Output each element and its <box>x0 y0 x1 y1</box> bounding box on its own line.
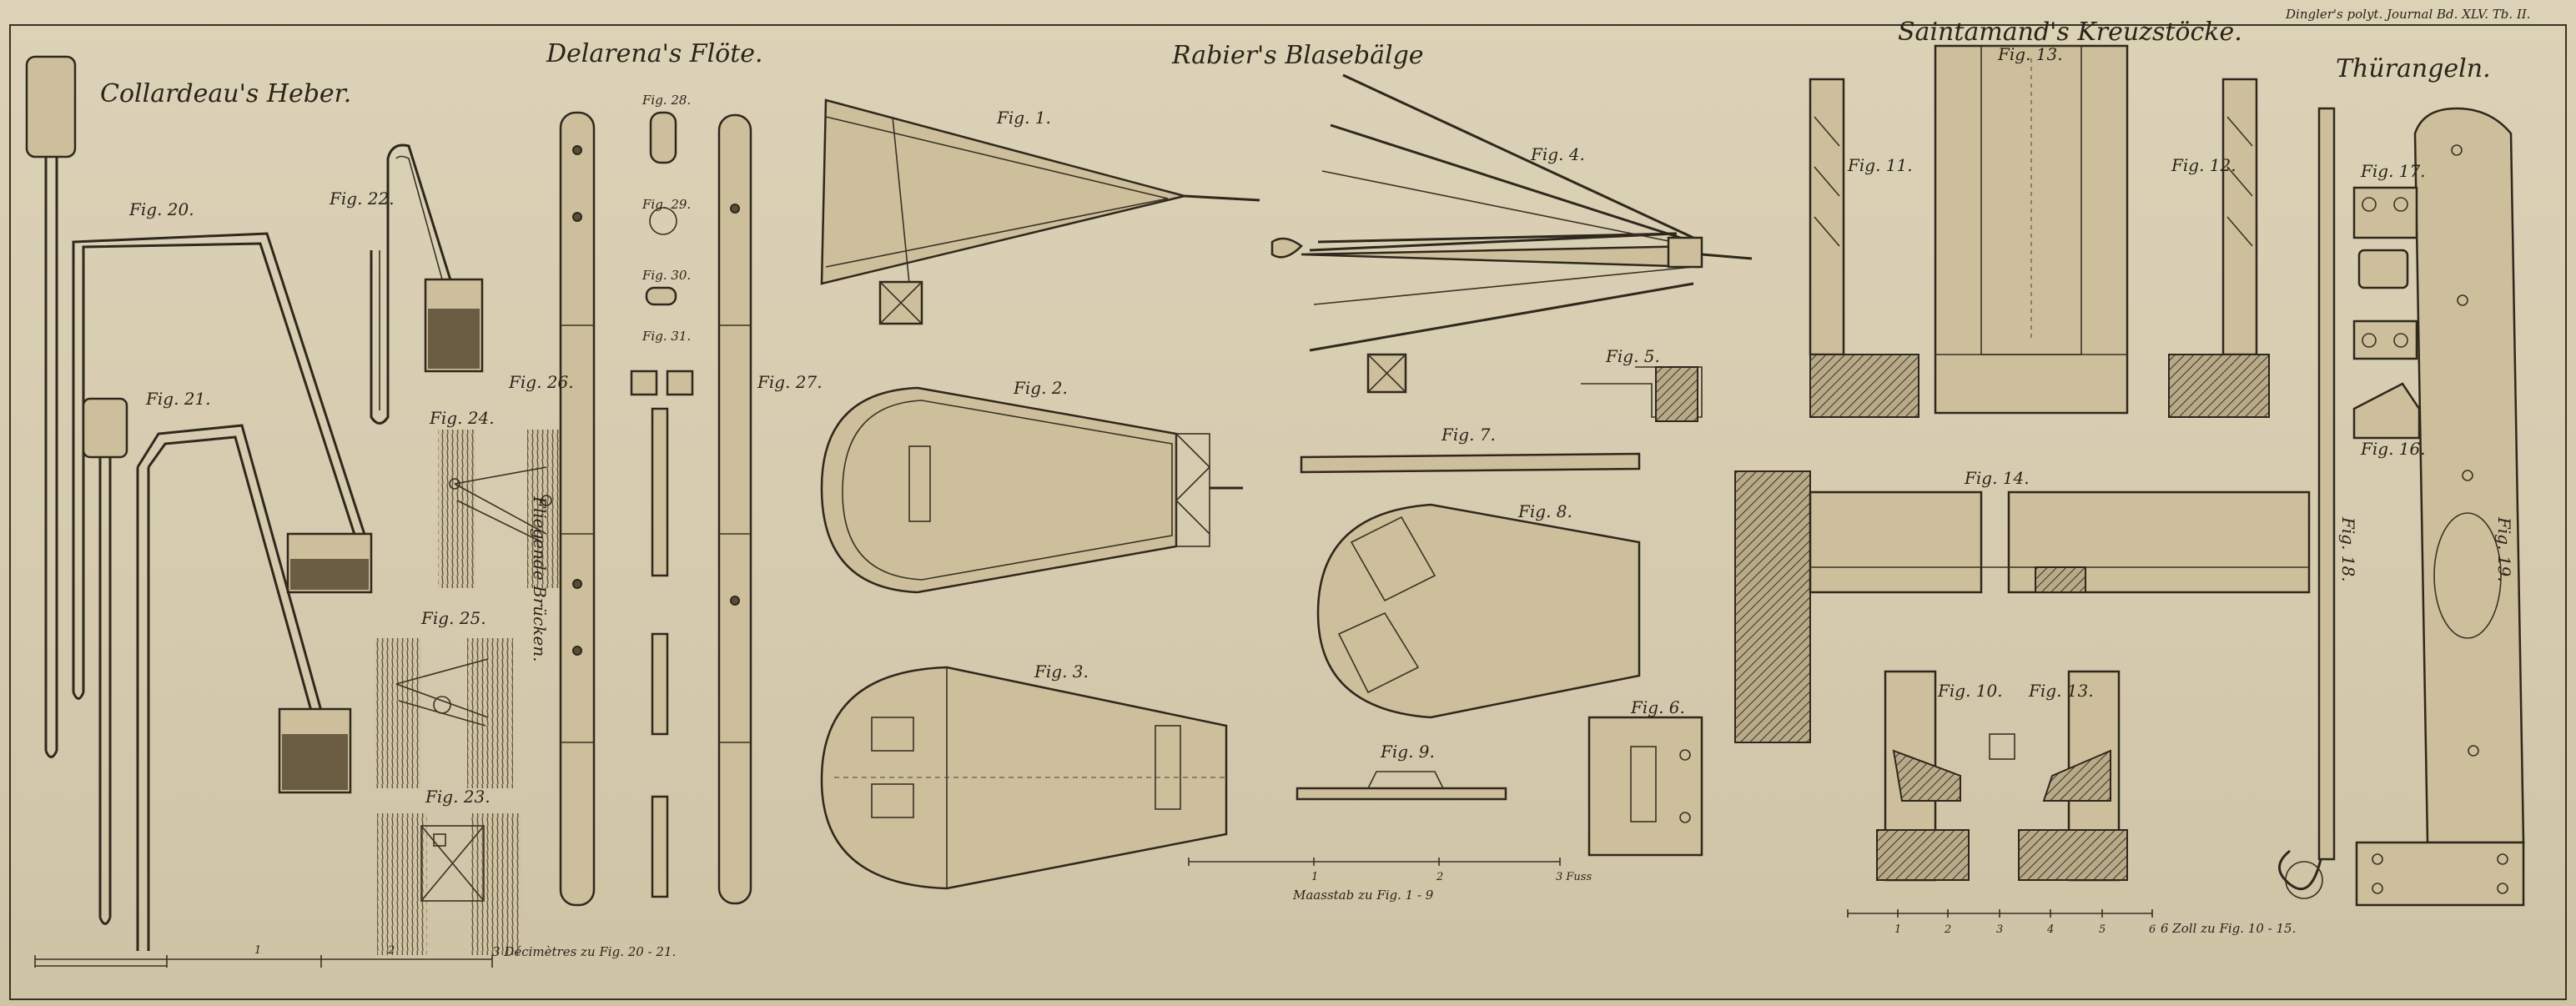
scale-bellows-2: 2 <box>1436 871 1443 883</box>
label-fig-3: Fig. 3. <box>1034 661 1089 682</box>
fig-5-detail <box>1581 366 1703 422</box>
scale-cross-5: 5 <box>2099 923 2106 936</box>
scale-cross-2: 2 <box>1944 923 1951 936</box>
label-fig-28: Fig. 28. <box>641 93 691 108</box>
title-collardeau: Collardeau's Heber. <box>100 79 351 108</box>
scale-cross <box>1847 909 2153 918</box>
scale-bellows-1: 1 <box>1311 871 1318 883</box>
scale-heber-1: 1 <box>254 944 261 957</box>
label-fig-13: Fig. 13. <box>1997 44 2063 64</box>
fig-25-bridge <box>375 638 513 788</box>
fig-17-plate <box>2352 186 2418 360</box>
fig-11-section <box>1809 78 1919 418</box>
fig-10-section <box>1876 670 1970 882</box>
title-saintamand: Saintamand's Kreuzstöcke. <box>1898 18 2242 47</box>
scale-heber <box>34 955 493 968</box>
fig-14-section <box>1734 470 2311 743</box>
label-fig-14: Fig. 14. <box>1964 468 2030 488</box>
fig-21-siphon <box>82 397 352 951</box>
caption-scale-bellows: Maasstab zu Fig. 1 - 9 <box>1292 888 1434 903</box>
label-fig-5: Fig. 5. <box>1605 346 1660 366</box>
fig-1-bellows <box>820 98 1260 325</box>
fig-22-siphon <box>370 143 484 425</box>
label-fig-31: Fig. 31. <box>641 329 691 344</box>
label-fig-8: Fig. 8. <box>1517 501 1572 521</box>
caption-scale-cross: 6 Zoll zu Fig. 10 - 15. <box>2161 921 2296 936</box>
label-fig-12: Fig. 12. <box>2171 155 2236 175</box>
fig-24-bridge <box>438 430 565 588</box>
label-fig-2: Fig. 2. <box>1013 378 1068 398</box>
scale-cross-4: 4 <box>2046 923 2054 936</box>
label-fig-1: Fig. 1. <box>996 108 1051 128</box>
label-fig-21: Fig. 21. <box>145 389 211 409</box>
fig-13b-section <box>1989 670 2128 882</box>
label-fig-25: Fig. 25. <box>420 608 486 628</box>
fig-16-hinge <box>2352 382 2421 440</box>
fig-27-flute <box>717 113 752 905</box>
scale-cross-6: 6 <box>2149 923 2156 936</box>
fig-7-board <box>1300 452 1641 474</box>
title-delarena: Delarena's Flöte. <box>546 39 763 68</box>
fig-26-flute <box>559 111 596 907</box>
label-fig-10: Fig. 10. <box>1937 681 2003 701</box>
label-fig-29: Fig. 29. <box>641 197 691 212</box>
fig-2-bellows <box>820 386 1243 594</box>
fig-18-hinge <box>2278 107 2336 899</box>
scale-cross-3: 3 <box>1996 923 2003 936</box>
scale-bellows-unit: 3 Fuss <box>1556 871 1592 883</box>
label-fig-4: Fig. 4. <box>1530 144 1585 164</box>
label-fig-9: Fig. 9. <box>1380 742 1435 762</box>
fig-9-detail <box>1296 771 1507 801</box>
fig-20-siphon <box>25 55 373 758</box>
flute-keys <box>630 111 694 898</box>
label-fig-17: Fig. 17. <box>2360 161 2426 181</box>
caption-scale-heber: 3 Décimètres zu Fig. 20 - 21. <box>492 944 676 959</box>
label-fig-30: Fig. 30. <box>641 268 691 283</box>
label-fig-20: Fig. 20. <box>128 199 194 219</box>
fig-12-section <box>2168 78 2270 418</box>
title-thurangeln: Thürangeln. <box>2336 54 2491 83</box>
fig-4-bellows <box>1270 73 1753 394</box>
fig-3-bellows <box>820 666 1228 890</box>
label-fig-19: Fig. 19. <box>2494 516 2514 582</box>
scale-bellows <box>1188 858 1561 866</box>
label-fig-13b: Fig. 13. <box>2028 681 2094 701</box>
fig-19-hinge <box>2355 107 2525 907</box>
label-fig-11: Fig. 11. <box>1847 155 1913 175</box>
plate-header: Dingler's polyt. Journal Bd. XLV. Tb. II… <box>2285 7 2531 22</box>
title-rabier: Rabier's Blasebälge <box>1171 41 1424 70</box>
scale-heber-2: 2 <box>387 944 395 957</box>
fig-8-board <box>1316 503 1641 719</box>
plate-border <box>9 24 2567 1000</box>
label-fig-23: Fig. 23. <box>425 787 491 807</box>
label-fig-24: Fig. 24. <box>429 408 495 428</box>
label-fig-16: Fig. 16. <box>2360 439 2426 459</box>
fig-13-frame <box>1934 44 2129 415</box>
label-fig-26: Fig. 26. <box>508 372 574 392</box>
label-fig-27: Fig. 27. <box>757 372 823 392</box>
caption-bridges: Fliegende Brücken. <box>530 495 550 662</box>
fig-6-detail <box>1587 716 1703 857</box>
scale-cross-1: 1 <box>1894 923 1901 936</box>
label-fig-18: Fig. 18. <box>2338 516 2358 582</box>
fig-23-bridge <box>377 813 521 955</box>
label-fig-6: Fig. 6. <box>1630 697 1685 717</box>
label-fig-22: Fig. 22. <box>329 189 395 209</box>
label-fig-7: Fig. 7. <box>1441 425 1496 445</box>
